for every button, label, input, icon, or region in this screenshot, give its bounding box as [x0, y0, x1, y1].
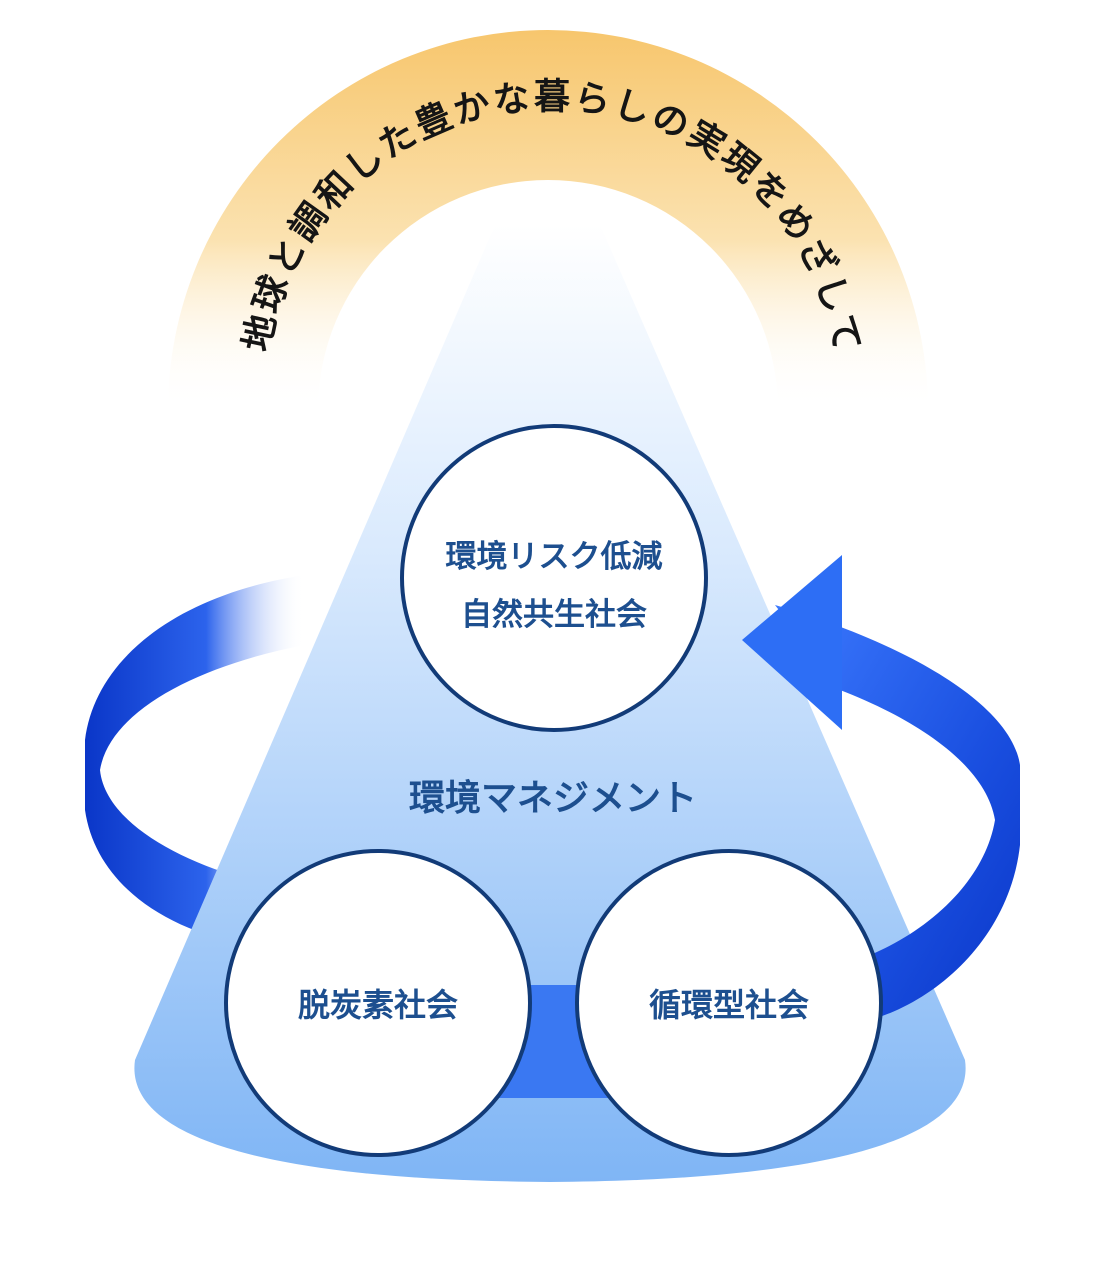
- circle-top-line1: 環境リスク低減: [446, 539, 663, 575]
- arc-title-char: 暮: [534, 77, 571, 118]
- circle-top-line2: 自然共生社会: [461, 597, 647, 633]
- arc-title-char: な: [491, 77, 532, 123]
- arc-title-char: 地: [237, 311, 285, 355]
- center-label: 環境マネジメント: [409, 778, 697, 819]
- circle-bottom-left-label: 脱炭素社会: [298, 986, 458, 1024]
- ring-left-band: [85, 575, 305, 945]
- arc-title-char: ら: [572, 77, 613, 123]
- circle-top: 環境リスク低減 自然共生社会: [400, 424, 708, 732]
- ring-arrow-head: [742, 555, 842, 730]
- ring-right-band: [775, 605, 1020, 1020]
- arc-title-char: て: [820, 311, 868, 355]
- circle-bottom-right-label: 循環型社会: [649, 986, 809, 1024]
- golden-arch: [168, 30, 928, 410]
- circle-bottom-left: 脱炭素社会: [224, 849, 532, 1157]
- circle-bottom-right: 循環型社会: [575, 849, 883, 1157]
